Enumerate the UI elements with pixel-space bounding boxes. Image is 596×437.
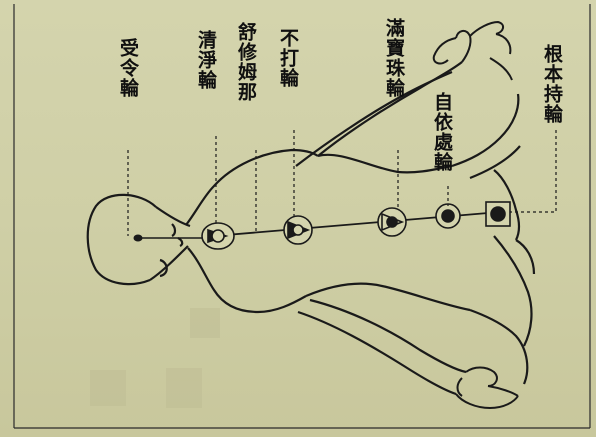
raised-hand: [434, 22, 512, 80]
label-crown-chakra: 受令輪: [118, 38, 137, 98]
label-root-chakra: 根本持輪: [542, 44, 561, 124]
crown-point: [134, 235, 143, 242]
label-solar-chakra: 滿寶珠輪: [384, 18, 403, 98]
resting-arm: [298, 236, 531, 394]
chakra-solar-symbol: [378, 208, 406, 236]
lower-hand: [456, 368, 518, 409]
chakra-throat-symbol: [202, 223, 234, 249]
label-heart-chakra: 不打輪: [278, 28, 297, 88]
chakra-root-symbol: [486, 202, 510, 226]
label-third-eye: 舒修姆那: [236, 22, 255, 102]
chakra-sacral-symbol: [436, 204, 460, 228]
label-sacral-chakra: 自依處輪: [432, 92, 451, 172]
raised-arm: [296, 62, 520, 178]
label-throat-chakra: 清淨輪: [196, 30, 215, 90]
chakra-heart-symbol: [284, 216, 312, 244]
